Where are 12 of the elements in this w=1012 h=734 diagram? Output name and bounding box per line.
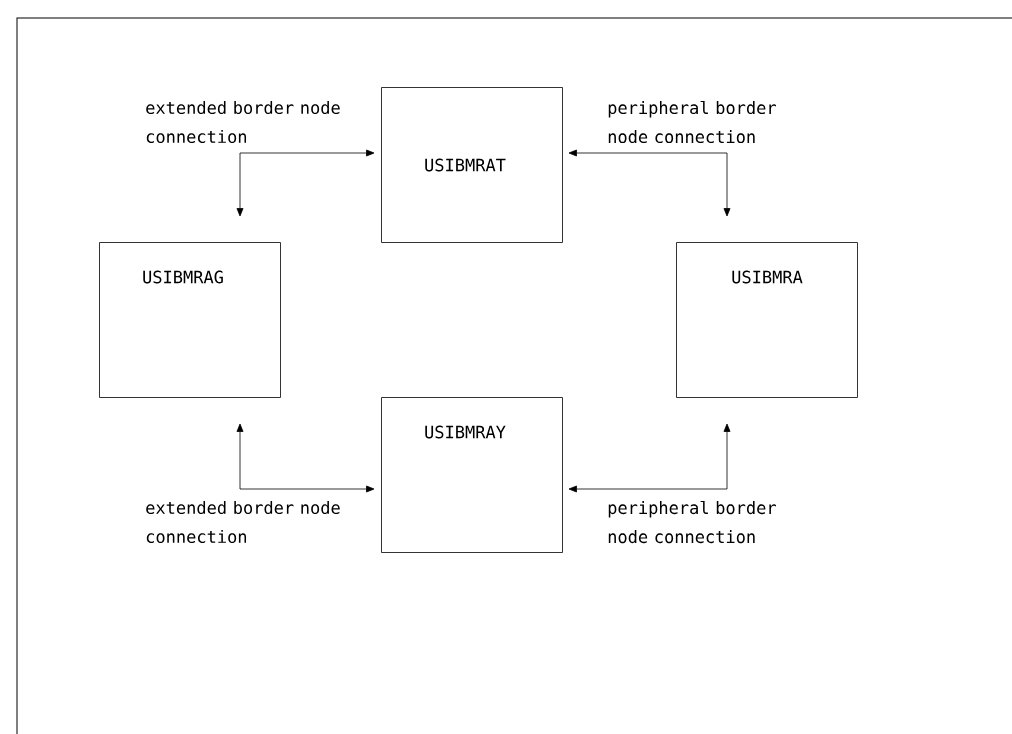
- arrow: [236, 149, 375, 217]
- node-label: USIBMRAY: [425, 425, 506, 439]
- arrow: [568, 423, 731, 493]
- node-label: USIBMRAT: [425, 158, 506, 172]
- connection-label: peripheral border node connection: [608, 100, 776, 144]
- node-label: USIBMRA: [732, 270, 803, 284]
- arrow: [236, 423, 375, 493]
- connection-label: extended border node connection: [146, 500, 340, 544]
- connection-label: peripheral border node connection: [608, 500, 776, 544]
- node-label: USIBMRAG: [143, 270, 223, 284]
- arrow: [568, 149, 731, 217]
- connection-label: extended border node connection: [146, 100, 340, 144]
